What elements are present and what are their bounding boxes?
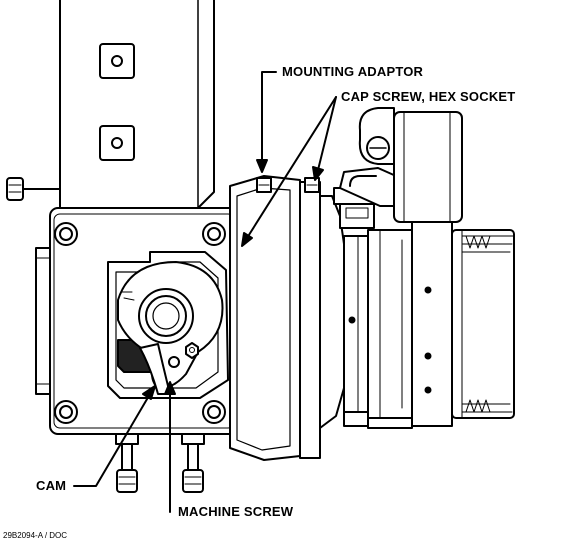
side-bolt-icon [6,177,24,201]
bottom-fitting-left-icon [115,433,139,493]
corner-bolt-icon [54,400,78,424]
motor-body [319,195,515,429]
corner-bolt-icon [54,222,78,246]
hex-nut-icon [185,342,199,359]
bracket-slot-lower [99,125,135,161]
mounting-adaptor-label: MOUNTING ADAPTOR [282,64,424,79]
machine-screw-label: MACHINE SCREW [178,504,294,519]
terminal-box [333,107,463,229]
bracket-slot-upper [99,43,135,79]
leader-lines [73,71,337,513]
document-id: 29B2094-A / DOC [3,531,68,540]
cam-label: CAM [36,478,67,493]
bottom-fitting-right-icon [181,433,205,493]
machine-screw-icon [168,356,180,368]
upper-bracket [6,0,215,209]
mounting-adaptor [229,175,321,461]
cap-screw-label: CAP SCREW, HEX SOCKET [341,89,516,104]
cam-assembly [107,251,229,399]
corner-bolt-icon [202,400,226,424]
corner-bolt-icon [202,222,226,246]
